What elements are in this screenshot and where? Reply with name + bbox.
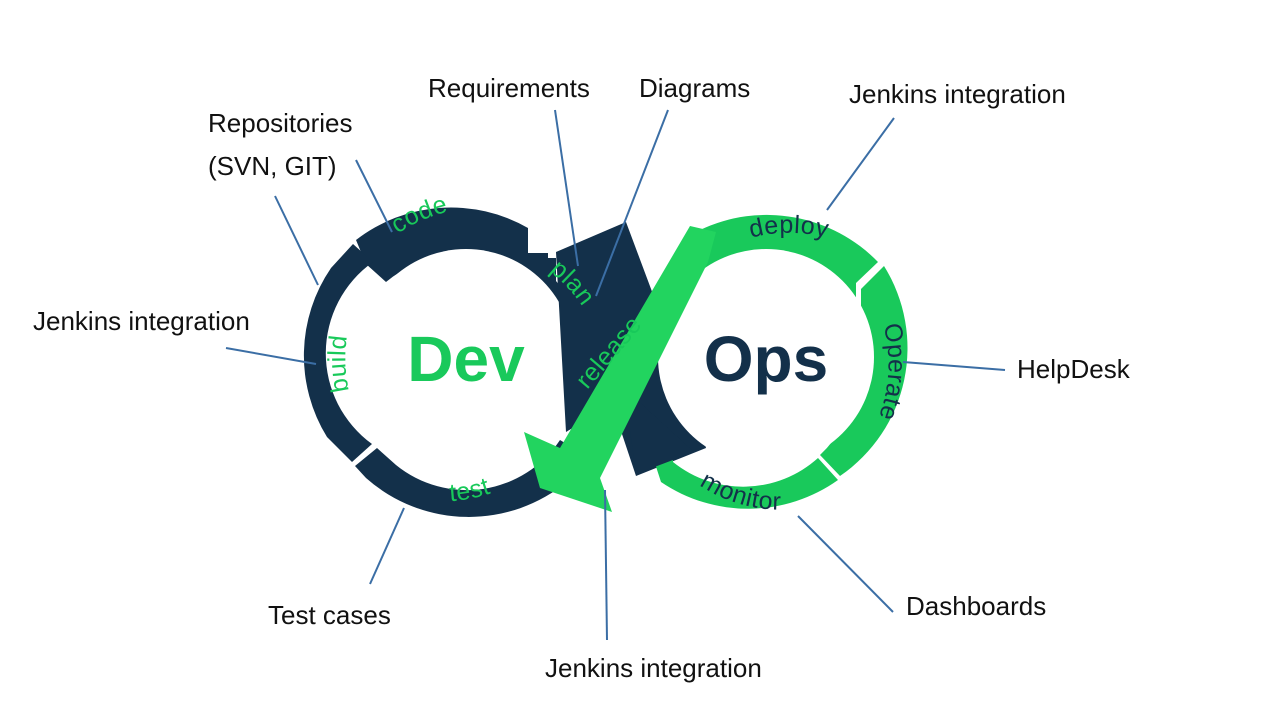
leader-line-jenkins-release bbox=[604, 489, 608, 641]
callout-jenkins-release: Jenkins integration bbox=[545, 653, 762, 683]
release-diagonal-band[interactable] bbox=[524, 226, 716, 512]
callout-jenkins-deploy: Jenkins integration bbox=[849, 79, 1066, 109]
dev-segment-build[interactable] bbox=[303, 244, 373, 462]
callout-helpdesk: HelpDesk bbox=[1017, 354, 1131, 384]
stage-label-deploy: deploy bbox=[746, 211, 831, 244]
dev-core-label: Dev bbox=[407, 323, 525, 395]
leader-line-repositories-a bbox=[274, 195, 319, 286]
callout-jenkins-build: Jenkins integration bbox=[33, 306, 250, 336]
ops-core-disc bbox=[658, 249, 874, 465]
callout-diagrams: Diagrams bbox=[639, 73, 750, 103]
callout-labels: Repositories (SVN, GIT) Jenkins integrat… bbox=[33, 73, 1131, 683]
dev-segment-test[interactable] bbox=[355, 440, 585, 517]
release-band bbox=[524, 226, 716, 512]
callout-repositories-line1: Repositories bbox=[208, 108, 353, 138]
stage-label-monitor: monitor bbox=[696, 466, 782, 516]
leader-line-diagrams bbox=[595, 109, 669, 297]
leader-line-requirements bbox=[554, 109, 579, 267]
ops-core-label: Ops bbox=[704, 323, 828, 395]
leader-line-test-cases bbox=[369, 507, 405, 585]
ops-segment-monitor[interactable] bbox=[650, 437, 838, 509]
leader-lines bbox=[225, 109, 1006, 641]
leader-line-jenkins-build bbox=[225, 347, 317, 365]
leader-line-helpdesk bbox=[902, 361, 1006, 371]
dev-core-disc bbox=[358, 249, 574, 465]
callout-repositories-line2: (SVN, GIT) bbox=[208, 151, 337, 181]
leader-line-dashboards bbox=[797, 515, 894, 613]
release-arrowhead-navy bbox=[624, 388, 694, 474]
stage-label-build: build bbox=[323, 334, 354, 395]
leader-line-jenkins-deploy bbox=[826, 117, 895, 211]
callout-dashboards: Dashboards bbox=[906, 591, 1046, 621]
leader-line-repositories-b bbox=[355, 159, 393, 233]
ops-loop bbox=[624, 214, 908, 509]
callout-requirements: Requirements bbox=[428, 73, 590, 103]
callout-test-cases: Test cases bbox=[268, 600, 391, 630]
